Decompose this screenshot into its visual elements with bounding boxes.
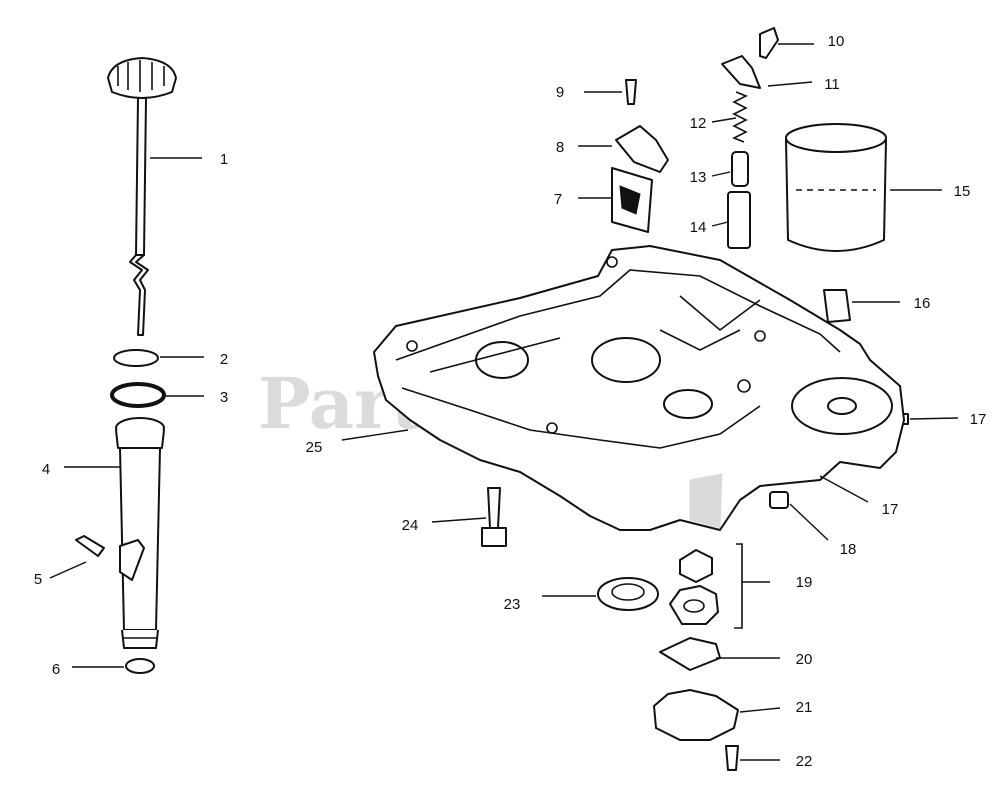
o-ring-part-6[interactable] bbox=[125, 658, 155, 674]
callout-8: 8 bbox=[556, 139, 564, 156]
callout-10: 10 bbox=[828, 33, 845, 50]
screw-part-9[interactable] bbox=[625, 79, 637, 105]
oil-seal-part[interactable] bbox=[597, 577, 659, 611]
oil-pan-housing-part[interactable] bbox=[373, 245, 905, 531]
pump-cover-part[interactable] bbox=[653, 689, 739, 741]
bolt-part-24[interactable] bbox=[481, 487, 507, 547]
callout-numbers: 1 2 3 4 5 6 7 8 9 10 11 12 13 14 15 16 1… bbox=[34, 33, 987, 770]
callout-5: 5 bbox=[34, 571, 42, 588]
callout-19: 19 bbox=[796, 574, 813, 591]
o-ring-part-2[interactable] bbox=[113, 349, 159, 367]
screw-part-22[interactable] bbox=[725, 745, 739, 771]
callout-7: 7 bbox=[554, 191, 562, 208]
callout-14: 14 bbox=[690, 219, 707, 236]
nut-part-18[interactable] bbox=[769, 491, 789, 509]
callout-13: 13 bbox=[690, 169, 707, 186]
callout-22: 22 bbox=[796, 753, 813, 770]
callout-4: 4 bbox=[42, 461, 50, 478]
drain-plug-part[interactable] bbox=[823, 289, 851, 323]
gasket-part[interactable] bbox=[659, 637, 721, 671]
leader-lines bbox=[49, 43, 959, 761]
callout-20: 20 bbox=[796, 651, 813, 668]
callout-6: 6 bbox=[52, 661, 60, 678]
oil-filter-part[interactable] bbox=[785, 123, 887, 252]
bracket-part-11[interactable] bbox=[721, 55, 761, 89]
callout-18: 18 bbox=[840, 541, 857, 558]
o-ring-part-3[interactable] bbox=[110, 382, 166, 408]
spring-part[interactable] bbox=[732, 91, 748, 143]
callout-25: 25 bbox=[306, 439, 323, 456]
callout-1: 1 bbox=[220, 151, 228, 168]
callout-12: 12 bbox=[690, 115, 707, 132]
shroud-plate-part[interactable] bbox=[615, 125, 669, 173]
sleeve-part[interactable] bbox=[727, 191, 751, 249]
callout-2: 2 bbox=[220, 351, 228, 368]
callout-24: 24 bbox=[402, 517, 419, 534]
callout-11: 11 bbox=[824, 76, 840, 93]
callout-21: 21 bbox=[796, 699, 813, 716]
callout-23: 23 bbox=[504, 596, 521, 613]
bolt-part-10[interactable] bbox=[759, 27, 779, 59]
callout-17a: 17 bbox=[970, 411, 987, 428]
callout-3: 3 bbox=[220, 389, 228, 406]
callout-17b: 17 bbox=[882, 501, 899, 518]
callout-16: 16 bbox=[914, 295, 931, 312]
dipstick-tube-part[interactable] bbox=[115, 417, 165, 649]
callout-9: 9 bbox=[556, 84, 564, 101]
oil-pump-gears-part[interactable] bbox=[669, 543, 743, 629]
callout-15: 15 bbox=[954, 183, 971, 200]
plunger-part[interactable] bbox=[731, 151, 749, 187]
bolt-bracket-part[interactable] bbox=[75, 535, 145, 581]
decal-part[interactable] bbox=[611, 167, 653, 233]
dipstick-part[interactable] bbox=[107, 57, 177, 336]
